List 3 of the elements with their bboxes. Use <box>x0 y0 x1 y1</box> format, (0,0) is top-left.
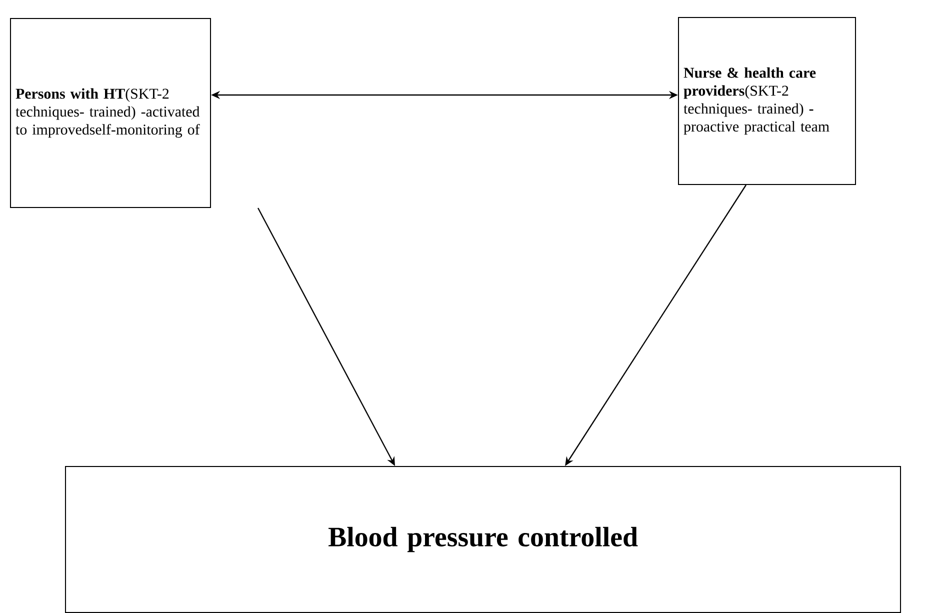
text-box: Nurse & health care providers(SKT-2 techniques- trained) - proactive practical team <box>678 17 856 185</box>
text-box: Blood pressure controlled <box>65 466 902 613</box>
text-box: Persons with HT(SKT-2 techniques- trained) -activated to improvedself-monitoring of <box>10 18 211 208</box>
